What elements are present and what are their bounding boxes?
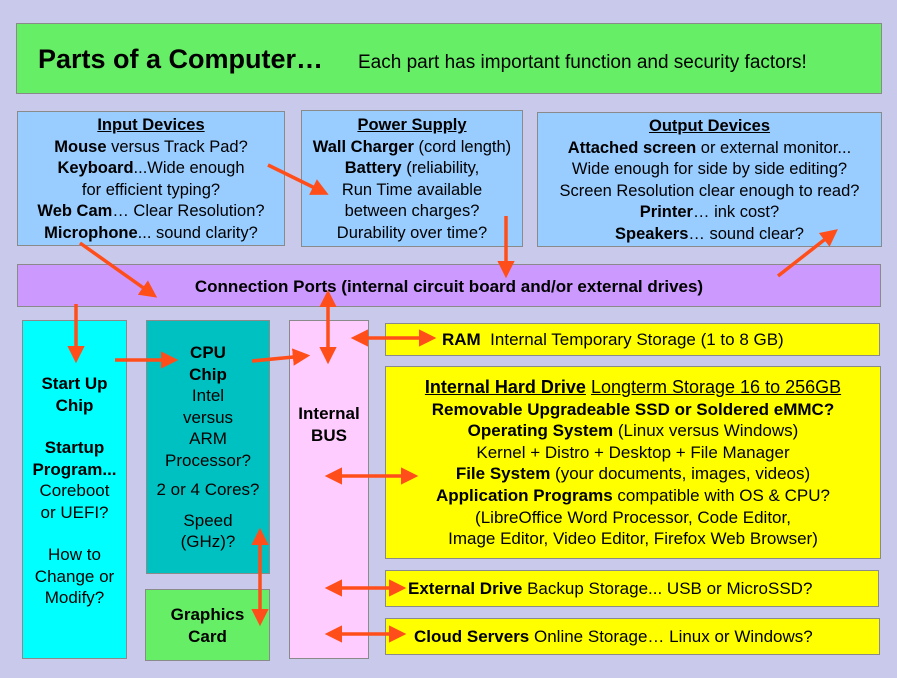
output-devices-box: Output Devices Attached screen or extern… (537, 112, 882, 247)
startup-chip-box: Start Up Chip Startup Program... Coreboo… (22, 320, 127, 659)
title-banner: Parts of a Computer… Each part has impor… (16, 23, 882, 94)
microphone-label: Microphone (44, 223, 138, 242)
cloud-servers-label: Cloud Servers (414, 627, 530, 646)
power-supply-box: Power Supply Wall Charger (cord length) … (301, 110, 523, 247)
external-drive-label: External Drive (408, 579, 523, 598)
input-devices-box: Input Devices Mouse versus Track Pad? Ke… (17, 111, 285, 246)
printer-label: Printer (639, 203, 693, 221)
internal-hard-drive-box: Internal Hard Drive Longterm Storage 16 … (385, 366, 881, 559)
ram-box: RAM Internal Temporary Storage (1 to 8 G… (385, 323, 880, 356)
attached-screen-label: Attached screen (567, 138, 697, 157)
wall-charger-label: Wall Charger (312, 137, 414, 156)
input-devices-heading: Input Devices (97, 116, 205, 134)
cpu-chip-box: CPU Chip Intel versus ARM Processor? 2 o… (146, 320, 270, 574)
arrow-input-to-power (267, 163, 329, 195)
speakers-label: Speakers (615, 224, 689, 243)
file-system-label: File System (455, 464, 551, 484)
arrow-input-to-ports (78, 241, 158, 298)
output-devices-heading: Output Devices (648, 117, 771, 135)
operating-system-label: Operating System (467, 421, 614, 441)
internal-bus-box: Internal BUS (289, 320, 369, 659)
external-drive-box: External Drive Backup Storage... USB or … (385, 570, 879, 607)
graphics-card-box: Graphics Card (145, 589, 270, 661)
cloud-servers-box: Cloud Servers Online Storage… Linux or W… (385, 618, 880, 655)
power-supply-heading: Power Supply (357, 116, 467, 134)
battery-label: Battery (344, 159, 402, 177)
arrow-ports-to-output (776, 229, 838, 278)
hard-drive-heading: Internal Hard Drive (424, 377, 586, 397)
mouse-label: Mouse (54, 137, 107, 156)
webcam-label: Web Cam (37, 202, 113, 220)
application-programs-label: Application Programs (436, 485, 613, 505)
arrow-cpu-to-bus (251, 348, 311, 366)
diagram-title: Parts of a Computer… (38, 44, 324, 74)
keyboard-label: Keyboard (57, 159, 134, 177)
ram-label: RAM (442, 330, 481, 349)
diagram-subtitle: Each part has important function and sec… (358, 52, 807, 73)
